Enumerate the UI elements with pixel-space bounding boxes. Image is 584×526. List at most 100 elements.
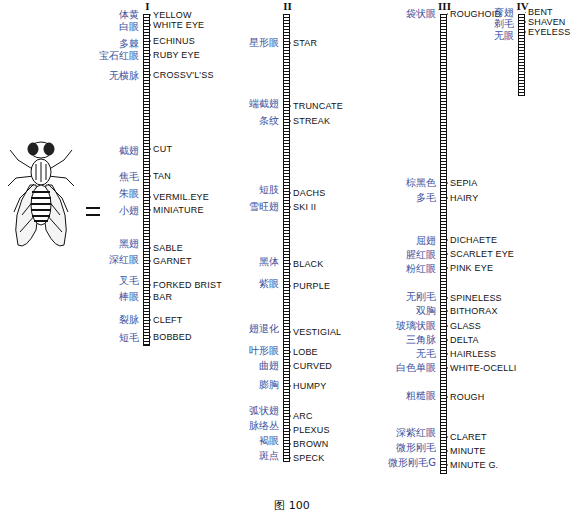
gene-name: YELLOW: [153, 11, 192, 20]
gene-name: BAR: [153, 293, 172, 302]
gene-name-chinese: 粗糙眼: [406, 391, 436, 401]
locus-tick: [290, 120, 291, 121]
gene-name: WHITE EYE: [153, 21, 204, 30]
locus-tick: [150, 209, 151, 210]
locus-tick: [525, 31, 526, 32]
locus-tick: [447, 464, 448, 465]
gene-name: HUMPY: [293, 382, 327, 391]
gene-name: GLASS: [450, 322, 481, 331]
gene-name-chinese: 弯翅: [494, 8, 514, 18]
gene-name-chinese: 小翅: [119, 206, 139, 216]
locus-tick: [150, 54, 151, 55]
gene-name: BITHORAX: [450, 307, 498, 316]
gene-name: VESTIGIAL: [293, 328, 341, 337]
locus-tick: [290, 385, 291, 386]
gene-name-chinese: 焦毛: [119, 172, 139, 182]
gene-name-chinese: 袋状眼: [406, 9, 436, 19]
gene-name-chinese: 雪旺翅: [249, 202, 279, 212]
locus-tick: [290, 351, 291, 352]
gene-name-chinese: 截翅: [119, 146, 139, 156]
gene-name: SKI II: [293, 203, 316, 212]
chromosome-bar: [143, 14, 150, 346]
locus-tick: [447, 367, 448, 368]
locus-tick: [290, 331, 291, 332]
gene-name-chinese: 深紫红眼: [396, 428, 436, 438]
gene-name: ECHINUS: [153, 37, 195, 46]
gene-name-chinese: 粉红眼: [406, 264, 436, 274]
locus-tick: [447, 325, 448, 326]
gene-name: PINK EYE: [450, 264, 493, 273]
gene-name: STREAK: [293, 117, 330, 126]
gene-name-chinese: 微形刚毛G: [388, 458, 436, 468]
gene-name: PURPLE: [293, 282, 330, 291]
gene-name-chinese: 星形眼: [249, 38, 279, 48]
gene-name: LOBE: [293, 348, 318, 357]
gene-name: SABLE: [153, 244, 183, 253]
gene-name-chinese: 弧状翅: [249, 406, 279, 416]
locus-tick: [150, 196, 151, 197]
gene-name-chinese: 紫眼: [259, 279, 279, 289]
gene-name: HAIRLESS: [450, 350, 496, 359]
chromosome-number: II: [282, 1, 293, 12]
chromosome-bar: [518, 14, 525, 96]
gene-name: SEPIA: [450, 179, 478, 188]
gene-name-chinese: 宝石红眼: [99, 51, 139, 61]
gene-name-chinese: 叉毛: [119, 276, 139, 286]
gene-name: HAIRY: [450, 194, 478, 203]
locus-tick: [150, 24, 151, 25]
gene-name-chinese: 脉络丛: [249, 421, 279, 431]
gene-name-chinese: 棕黑色: [406, 178, 436, 188]
locus-tick: [290, 429, 291, 430]
gene-name-chinese: 条纹: [259, 116, 279, 126]
locus-tick: [447, 396, 448, 397]
chromosome-number: III: [437, 1, 452, 12]
gene-name-chinese: 多毛: [416, 193, 436, 203]
gene-name: TRUNCATE: [293, 102, 343, 111]
gene-name-chinese: 黑体: [259, 257, 279, 267]
locus-tick: [447, 13, 448, 14]
locus-tick: [447, 267, 448, 268]
gene-name-chinese: 翅退化: [249, 324, 279, 334]
locus-tick: [290, 42, 291, 43]
figure-caption: 图 100: [274, 500, 310, 511]
gene-name: ARC: [293, 412, 313, 421]
gene-name-chinese: 玻璃状眼: [396, 321, 436, 331]
chromosome-number: I: [144, 1, 150, 12]
gene-name: SHAVEN: [528, 18, 566, 27]
gene-name: DELTA: [450, 336, 479, 345]
gene-name: SCARLET EYE: [450, 250, 514, 259]
gene-name-chinese: 无眼: [494, 31, 514, 41]
gene-name: BOBBED: [153, 333, 192, 342]
gene-name: DACHS: [293, 189, 326, 198]
locus-tick: [150, 14, 151, 15]
gene-name-chinese: 端截翅: [249, 99, 279, 109]
locus-tick: [447, 310, 448, 311]
locus-tick: [290, 457, 291, 458]
gene-name: CLEFT: [153, 316, 183, 325]
locus-tick: [447, 339, 448, 340]
gene-name: EYELESS: [528, 28, 570, 37]
chromosome-number: IV: [515, 1, 529, 12]
gene-name: SPINELESS: [450, 294, 502, 303]
gene-name-chinese: 曲翅: [259, 361, 279, 371]
locus-tick: [150, 148, 151, 149]
gene-name: TAN: [153, 172, 171, 181]
gene-name-chinese: 屈翅: [416, 236, 436, 246]
locus-tick: [525, 21, 526, 22]
gene-name: MINUTE: [450, 447, 486, 456]
locus-tick: [290, 192, 291, 193]
gene-name-chinese: 腥红眼: [406, 250, 436, 260]
gene-name: BENT: [528, 8, 553, 17]
gene-name-chinese: 无横脉: [109, 71, 139, 81]
chromosome-bar: [440, 14, 447, 474]
gene-name-chinese: 双胸: [416, 306, 436, 316]
gene-name-chinese: 剃毛: [494, 19, 514, 29]
locus-tick: [290, 365, 291, 366]
gene-name-chinese: 叶形眼: [249, 346, 279, 356]
chromosome-bar: [283, 14, 290, 462]
gene-name: CROSSV'L'SS: [153, 71, 214, 80]
gene-name: BLACK: [293, 260, 324, 269]
locus-tick: [447, 239, 448, 240]
